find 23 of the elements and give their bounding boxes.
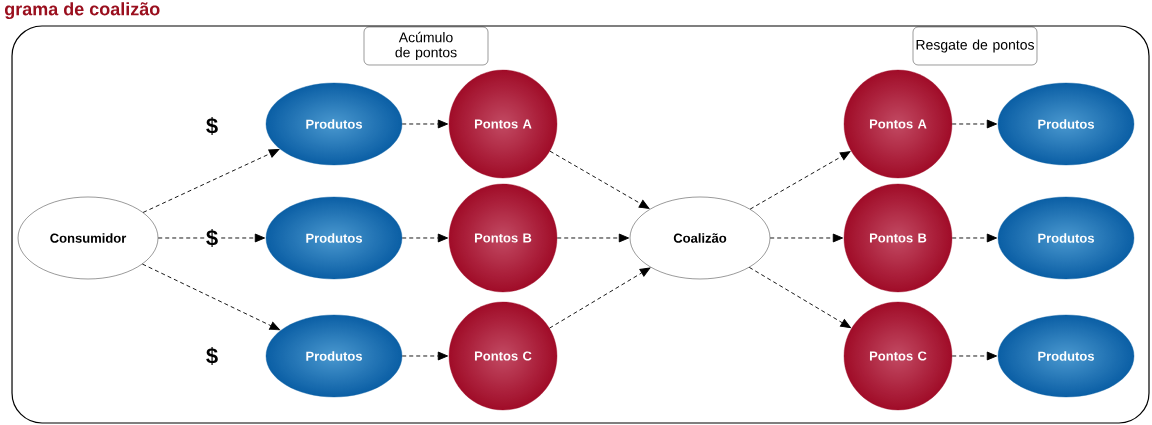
arrow bbox=[951, 119, 998, 129]
label-box: Acúmulo de pontos bbox=[363, 26, 489, 66]
arrow bbox=[951, 233, 998, 243]
arrow bbox=[157, 233, 266, 243]
label-box: Resgate de pontos bbox=[912, 26, 1038, 66]
arrow bbox=[401, 233, 449, 243]
arrow bbox=[549, 150, 650, 209]
arrow bbox=[749, 151, 851, 210]
arrow bbox=[748, 266, 851, 329]
ellipse-node: Coalizão bbox=[629, 196, 771, 280]
arrow bbox=[769, 233, 844, 243]
arrow bbox=[556, 233, 630, 243]
title: grama de coalizão bbox=[4, 2, 160, 20]
arrow bbox=[951, 351, 998, 361]
arrow bbox=[142, 149, 280, 213]
dollar-sign: $ bbox=[204, 228, 220, 248]
arrow bbox=[401, 351, 449, 361]
ellipse-node: Consumidor bbox=[17, 196, 159, 280]
dollar-sign: $ bbox=[204, 116, 220, 136]
dollar-sign: $ bbox=[204, 346, 220, 366]
arrow bbox=[141, 263, 280, 331]
arrow bbox=[549, 267, 651, 329]
arrow bbox=[401, 119, 449, 129]
